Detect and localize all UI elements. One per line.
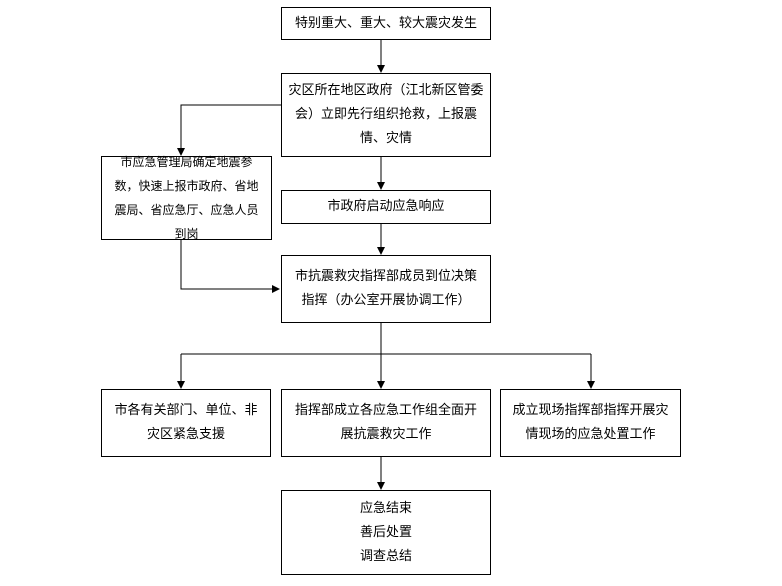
- node-city-response: 市政府启动应急响应: [281, 190, 491, 224]
- node-groups-work: 指挥部成立各应急工作组全面开展抗震救灾工作: [281, 389, 491, 457]
- node-start-label: 特别重大、重大、较大震灾发生: [294, 15, 477, 31]
- node-field-hq-label: 成立现场指挥部指挥开展灾情现场的应急处置工作: [512, 403, 669, 442]
- node-hq-decision: 市抗震救灾指挥部成员到位决策指挥（办公室开展协调工作）: [281, 255, 491, 323]
- arrow-local-gov-to-quake-bureau: [177, 104, 281, 156]
- node-quake-bureau-label: 市应急管理局确定地震参数，快速上报市政府、省地震局、省应急厅、应急人员到岗: [114, 155, 259, 241]
- node-hq-decision-label: 市抗震救灾指挥部成员到位决策指挥（办公室开展协调工作）: [294, 269, 477, 308]
- node-end-line-2: 善后处置: [359, 524, 412, 540]
- node-end: 应急结束 善后处置 调查总结: [281, 490, 491, 575]
- node-start: 特别重大、重大、较大震灾发生: [281, 7, 491, 40]
- node-depts-support-label: 市各有关部门、单位、非灾区紧急支援: [114, 403, 258, 442]
- arrow-quake-bureau-to-hq: [180, 240, 280, 293]
- node-groups-work-label: 指挥部成立各应急工作组全面开展抗震救灾工作: [294, 403, 477, 442]
- node-local-gov: 灾区所在地区政府（江北新区管委会）立即先行组织抢救，上报震情、灾情: [281, 73, 491, 157]
- node-quake-bureau: 市应急管理局确定地震参数，快速上报市政府、省地震局、省应急厅、应急人员到岗: [101, 155, 272, 241]
- node-depts-support: 市各有关部门、单位、非灾区紧急支援: [101, 389, 271, 457]
- node-local-gov-label: 灾区所在地区政府（江北新区管委会）立即先行组织抢救，上报震情、灾情: [288, 83, 484, 146]
- node-end-line-1: 应急结束: [359, 500, 412, 516]
- node-end-line-3: 调查总结: [359, 548, 412, 564]
- node-field-hq: 成立现场指挥部指挥开展灾情现场的应急处置工作: [500, 389, 681, 457]
- node-city-response-label: 市政府启动应急响应: [327, 199, 445, 214]
